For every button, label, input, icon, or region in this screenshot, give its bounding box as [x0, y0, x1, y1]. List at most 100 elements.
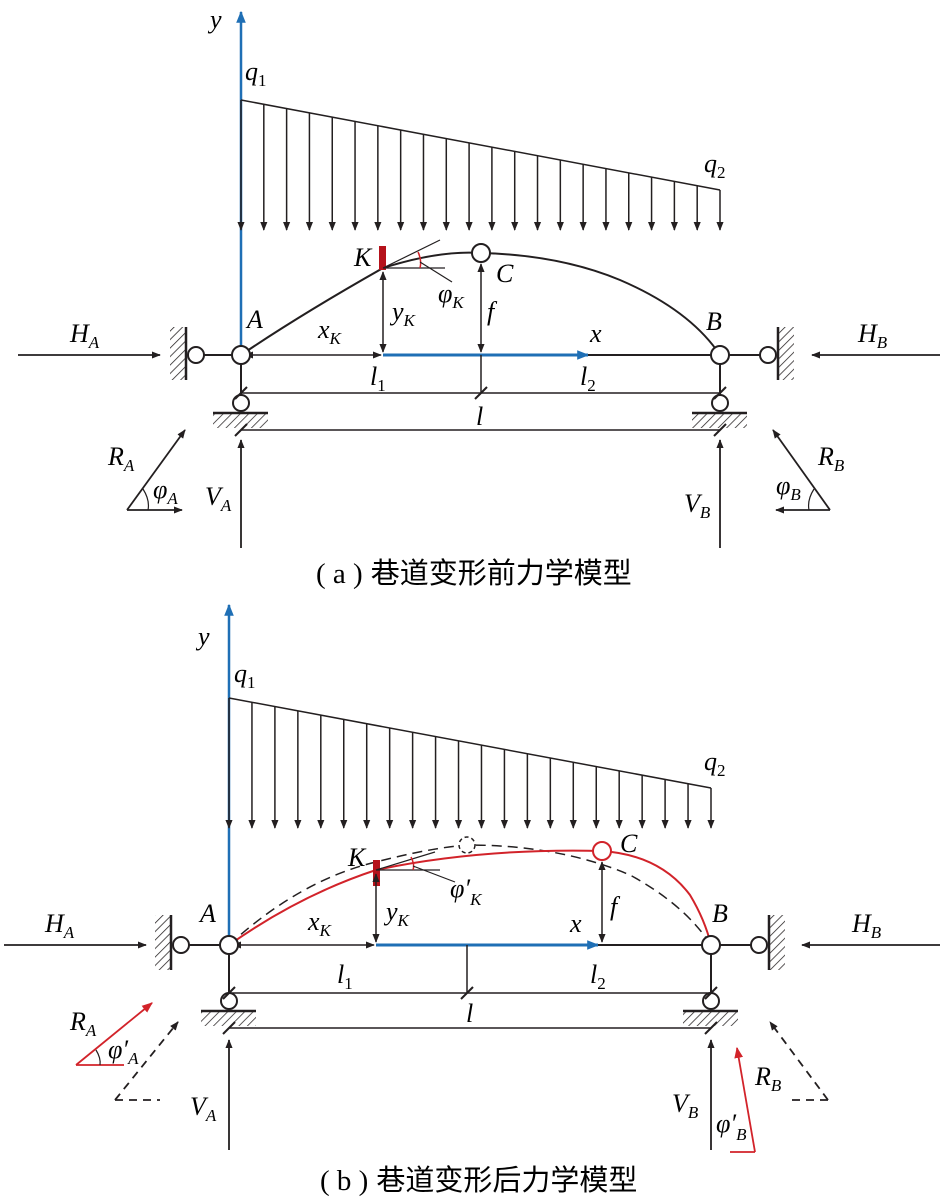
phi-k-leader	[419, 261, 453, 283]
q1-label: q1	[245, 57, 267, 90]
support-b-roller-h	[750, 936, 768, 954]
l1-label: l1	[370, 362, 386, 395]
tick-a2	[222, 1021, 236, 1035]
tick-b1	[713, 386, 727, 400]
original-hinge-c	[458, 836, 476, 854]
point-a-label: A	[198, 899, 216, 928]
tick-b1	[704, 986, 718, 1000]
q2-label: q2	[704, 747, 726, 780]
angle-arc-k	[410, 856, 415, 871]
support-a-roller-v	[220, 992, 238, 1010]
xk-label: xK	[307, 907, 333, 940]
phib-label: φB	[776, 471, 801, 504]
point-k-label: K	[347, 843, 367, 872]
point-k-marker	[379, 246, 386, 270]
support-a-roller-v	[232, 394, 250, 412]
support-b-hinge	[710, 345, 730, 365]
rb-label: RB	[817, 442, 845, 475]
caption-a: ( a )巷道变形前力学模型	[316, 557, 632, 590]
wall-a-hatch	[170, 327, 185, 380]
xk-label: xK	[317, 315, 343, 348]
caption-b: ( b )巷道变形后力学模型	[320, 1164, 637, 1197]
tick-a1	[234, 386, 248, 400]
point-c-label: C	[620, 829, 638, 858]
ha-label: HA	[44, 909, 75, 942]
phi-k-leader	[412, 865, 456, 883]
distributed-load	[225, 698, 715, 829]
ra-arrow	[75, 1002, 153, 1066]
l1-label: l1	[337, 960, 353, 993]
wall-b-hatch	[770, 915, 785, 970]
load-top-line	[228, 697, 712, 789]
point-b-label: B	[706, 307, 722, 336]
ground-a-hatch	[213, 414, 268, 428]
panel-a: y q1 q2 C K φK yK f x xK A B	[18, 5, 940, 590]
l2-label: l2	[580, 362, 596, 395]
wall-b-hatch	[779, 327, 794, 380]
tick-b2	[713, 423, 727, 437]
rb-angle-arc	[807, 488, 815, 511]
hinge-c	[471, 243, 491, 263]
l-label: l	[466, 999, 473, 1028]
hb-label: HB	[857, 319, 888, 352]
hinge-c	[592, 841, 612, 861]
va-label: VA	[190, 1092, 217, 1125]
q2-label: q2	[704, 149, 726, 182]
l-label: l	[476, 402, 483, 431]
rb-label: RB	[754, 1062, 782, 1095]
phi-k-label: φ′K	[450, 874, 483, 909]
distributed-load	[237, 100, 724, 231]
ha-label: HA	[69, 319, 100, 352]
va-label: VA	[205, 482, 232, 515]
tick-a2	[234, 423, 248, 437]
l2-label: l2	[590, 960, 606, 993]
wall-a-hatch	[155, 915, 170, 970]
ground-a-hatch	[201, 1012, 256, 1026]
ra-label: RA	[69, 1007, 97, 1040]
y-axis-label: y	[195, 622, 210, 651]
support-a-roller-h	[187, 346, 205, 364]
support-b-roller-h	[759, 346, 777, 364]
ra-original-dashed	[114, 1021, 179, 1101]
y-axis-label: y	[207, 5, 222, 34]
deformed-arch	[228, 849, 712, 946]
rb-arrow	[772, 429, 831, 511]
ra-angle-arc	[95, 1049, 101, 1066]
tick-b2	[704, 1021, 718, 1035]
phib-label: φ′B	[716, 1109, 747, 1144]
point-c-label: C	[496, 259, 514, 288]
load-top-line	[240, 99, 721, 191]
ra-label: RA	[107, 442, 135, 475]
tangent-line	[382, 239, 441, 269]
panel-b: y q1 q2 C K φ′K yK f x xK A B	[4, 603, 940, 1197]
f-label: f	[487, 297, 498, 326]
point-k-marker	[373, 860, 380, 886]
point-a-label: A	[245, 305, 263, 334]
yk-label: yK	[389, 297, 417, 330]
phia-label: φA	[153, 475, 178, 508]
angle-arc-k	[417, 251, 422, 269]
vb-label: VB	[672, 1089, 699, 1122]
x-axis-label: x	[569, 909, 582, 938]
ra-angle-arc	[142, 488, 150, 511]
support-a-hinge	[219, 935, 239, 955]
rb-arrow	[734, 1046, 756, 1153]
point-k-label: K	[353, 243, 373, 272]
hb-label: HB	[851, 909, 882, 942]
point-b-label: B	[712, 899, 728, 928]
x-axis-label: x	[589, 319, 602, 348]
q1-label: q1	[234, 659, 256, 692]
tick-a1	[222, 986, 236, 1000]
yk-label: yK	[383, 897, 411, 930]
support-b-hinge	[701, 935, 721, 955]
tangent-line	[375, 851, 436, 871]
support-a-hinge	[231, 345, 251, 365]
phi-k-label: φK	[438, 279, 465, 312]
support-a-roller-h	[172, 936, 190, 954]
phia-label: φ′A	[108, 1035, 139, 1068]
support-b-roller-v	[711, 394, 729, 412]
vb-label: VB	[684, 489, 711, 522]
f-label: f	[610, 892, 621, 921]
ground-b-hatch	[692, 414, 747, 428]
ra-arrow	[126, 429, 186, 511]
